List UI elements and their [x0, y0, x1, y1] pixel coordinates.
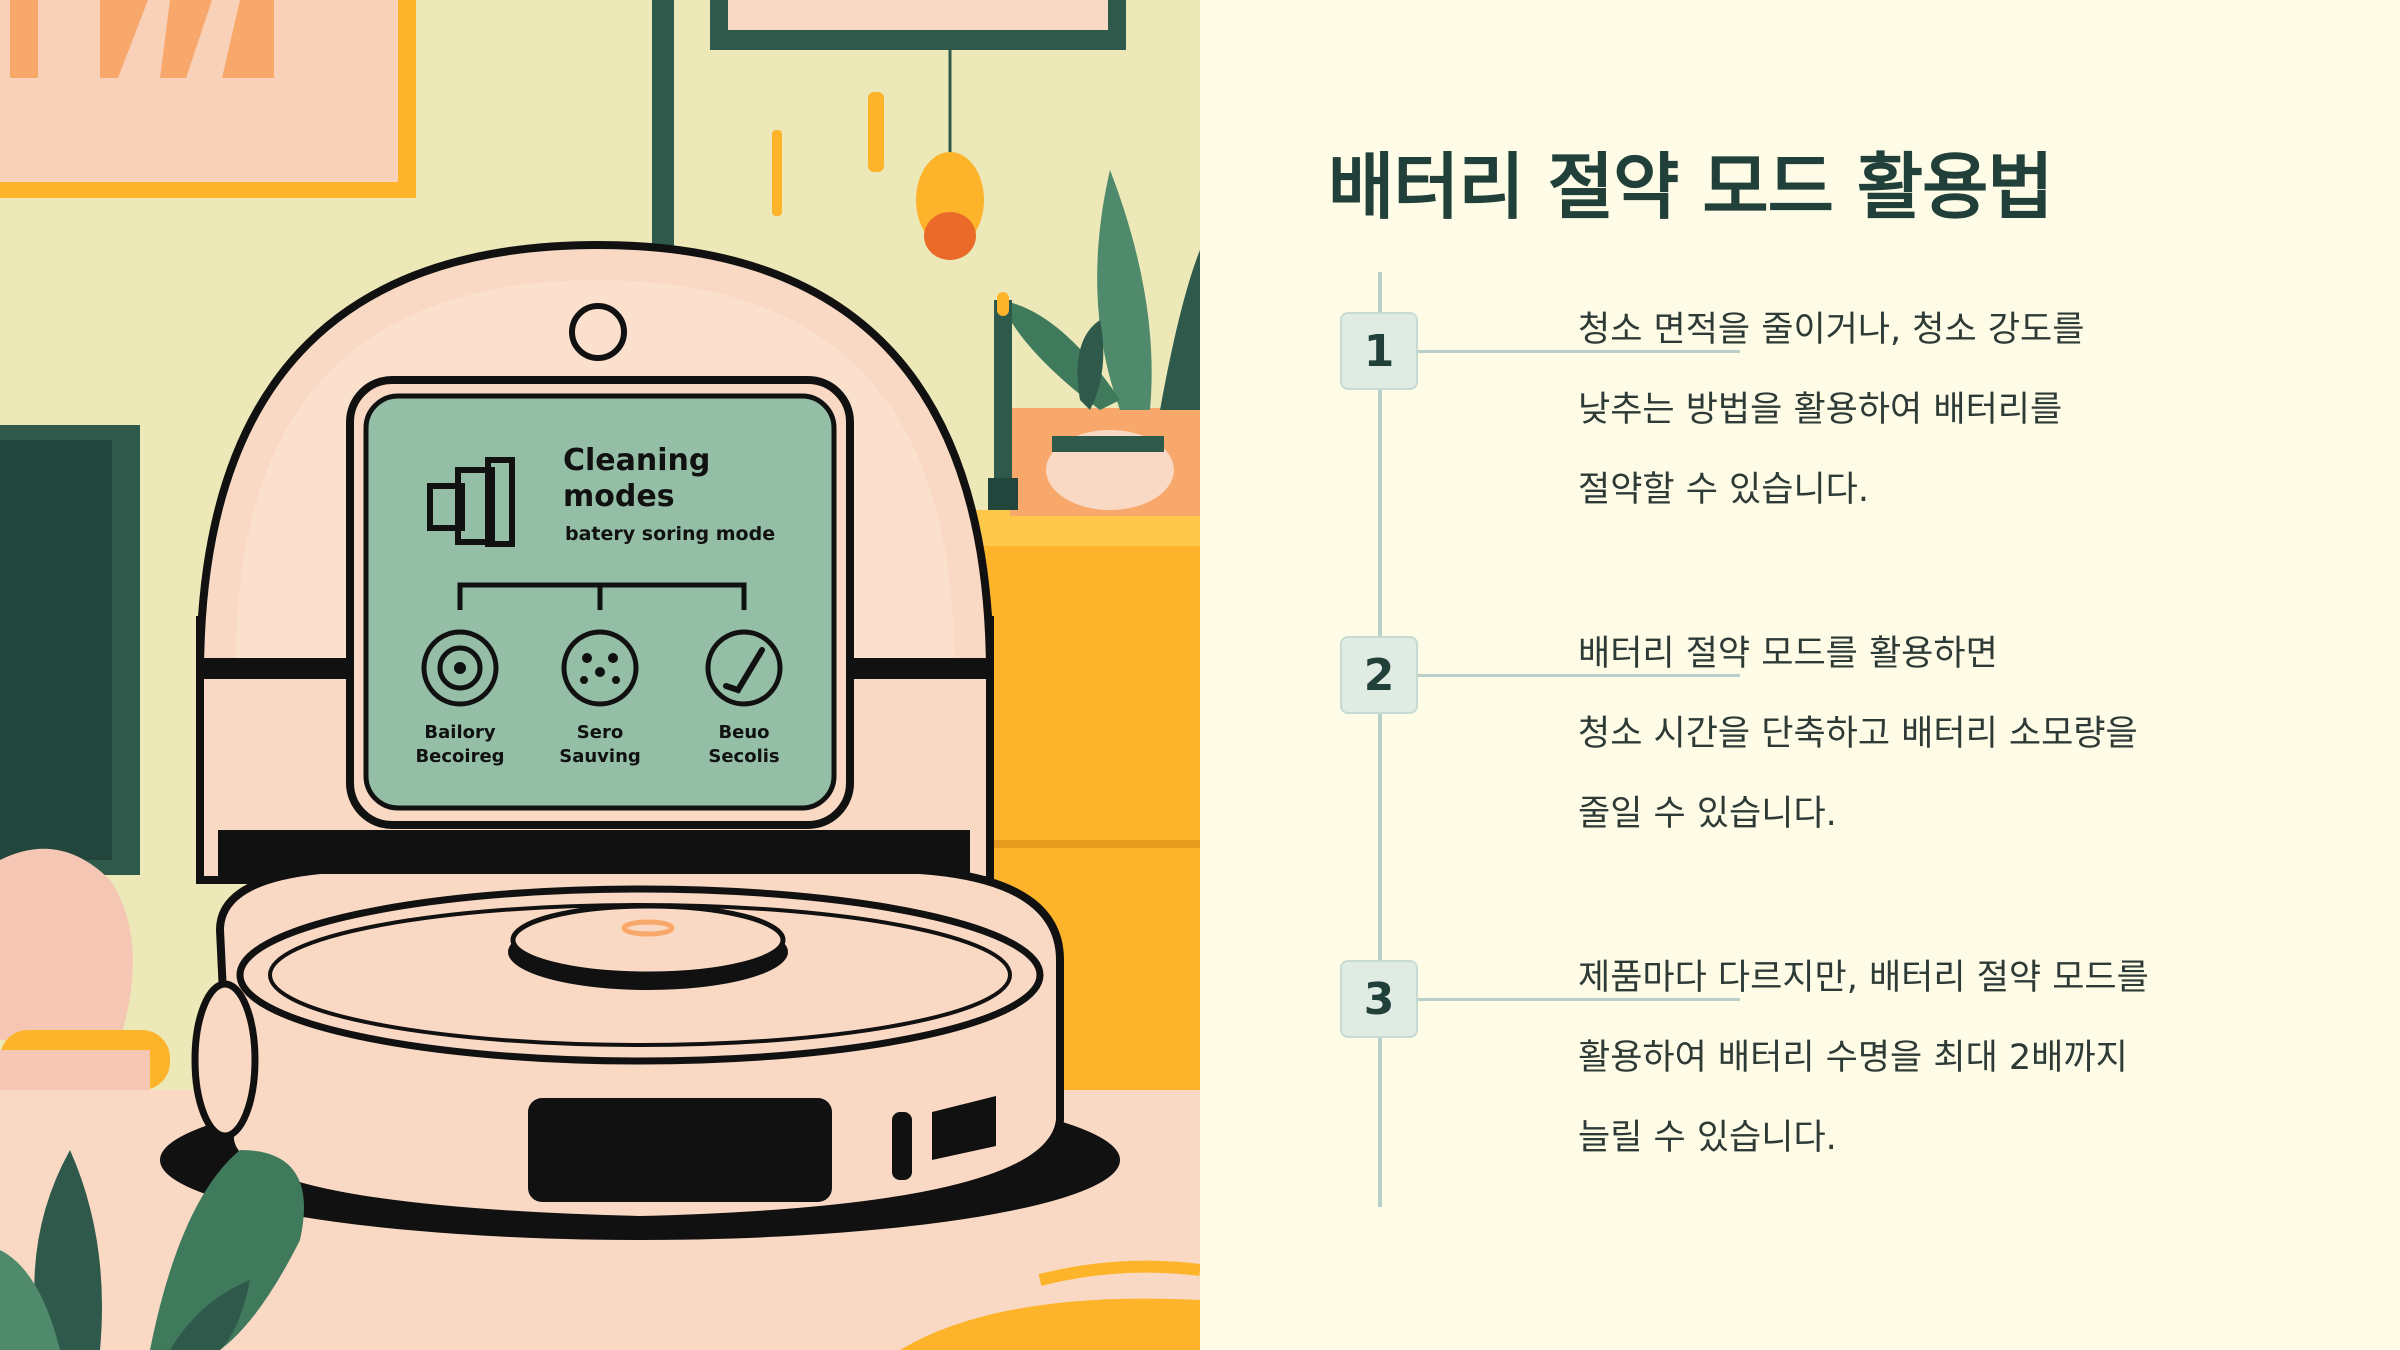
step-description: 청소 면적을 줄이거나, 청소 강도를 낮추는 방법을 활용하여 배터리를 절약… — [1578, 290, 2198, 530]
candle-stand — [988, 292, 1018, 510]
mode-1-label-line1: Bailory — [424, 722, 495, 743]
step-connector — [1418, 998, 1740, 1001]
step-text-line: 줄일 수 있습니다. — [1578, 794, 1837, 834]
step-text-line: 절약할 수 있습니다. — [1578, 470, 1869, 510]
potted-plant — [1000, 170, 1200, 516]
step-text-line: 제품마다 다르지만, 배터리 절약 모드를 — [1578, 958, 2149, 998]
foreground-plant — [0, 1150, 304, 1350]
mode-3-label-line1: Beuo — [718, 722, 769, 743]
step-number-badge: 2 — [1340, 636, 1418, 714]
step-description: 배터리 절약 모드를 활용하면 청소 시간을 단축하고 배터리 소모량을 줄일 … — [1578, 614, 2198, 854]
step-number-badge: 1 — [1340, 312, 1418, 390]
illustration-canvas: Cleaning modes batery soring mode — [0, 0, 1200, 1350]
timeline-line — [1378, 272, 1382, 1207]
cleaning-mode-screen: Cleaning modes batery soring mode — [346, 376, 854, 829]
step-connector — [1418, 350, 1740, 353]
station-sensor — [569, 303, 627, 361]
step-text-line: 청소 시간을 단축하고 배터리 소모량을 — [1578, 714, 2138, 754]
pendant-lamp — [772, 92, 984, 260]
wall-pole — [652, 0, 674, 260]
screen-heading-line1: Cleaning — [563, 443, 710, 478]
mode-1-label-line2: Becoireg — [415, 746, 504, 767]
mode-3-label-line2: Secolis — [708, 746, 779, 767]
mode-2-label-line1: Sero — [577, 722, 623, 743]
screen-heading-line2: modes — [563, 479, 675, 514]
floor-rug-edge — [900, 1298, 1200, 1350]
hanging-frame — [710, 0, 1126, 160]
step-text-line: 배터리 절약 모드를 활용하면 — [1578, 634, 1998, 674]
smiley-face-icon — [561, 629, 639, 707]
step-text-line: 청소 면적을 줄이거나, 청소 강도를 — [1578, 310, 2085, 350]
step-item-2: 2 배터리 절약 모드를 활용하면 청소 시간을 단축하고 배터리 소모량을 줄… — [1200, 596, 2400, 896]
left-doorway — [0, 425, 140, 875]
wall-picture-frame — [0, 0, 416, 198]
plug-icon — [427, 457, 515, 547]
robot-vacuum — [160, 866, 1120, 1240]
step-text-line: 활용하여 배터리 수명을 최대 2배까지 — [1578, 1038, 2128, 1078]
mode-2-label-line2: Sauving — [559, 746, 641, 767]
screen-subheading: batery soring mode — [565, 523, 775, 545]
page-title: 배터리 절약 모드 활용법 — [1328, 145, 2054, 229]
step-item-1: 1 청소 면적을 줄이거나, 청소 강도를 낮추는 방법을 활용하여 배터리를 … — [1200, 272, 2400, 572]
step-item-3: 3 제품마다 다르지만, 배터리 절약 모드를 활용하여 배터리 수명을 최대 … — [1200, 920, 2400, 1220]
checkmark-icon — [705, 629, 783, 707]
step-number-badge: 3 — [1340, 960, 1418, 1038]
target-icon — [421, 629, 499, 707]
content-panel: 배터리 절약 모드 활용법 1 청소 면적을 줄이거나, 청소 강도를 낮추는 … — [1200, 0, 2400, 1350]
step-text-line: 낮추는 방법을 활용하여 배터리를 — [1578, 390, 2063, 430]
robot-vacuum-illustration: Cleaning modes batery soring mode — [0, 0, 1200, 1350]
step-description: 제품마다 다르지만, 배터리 절약 모드를 활용하여 배터리 수명을 최대 2배… — [1578, 938, 2198, 1178]
step-text-line: 늘릴 수 있습니다. — [1578, 1118, 1837, 1158]
step-connector — [1418, 674, 1740, 677]
